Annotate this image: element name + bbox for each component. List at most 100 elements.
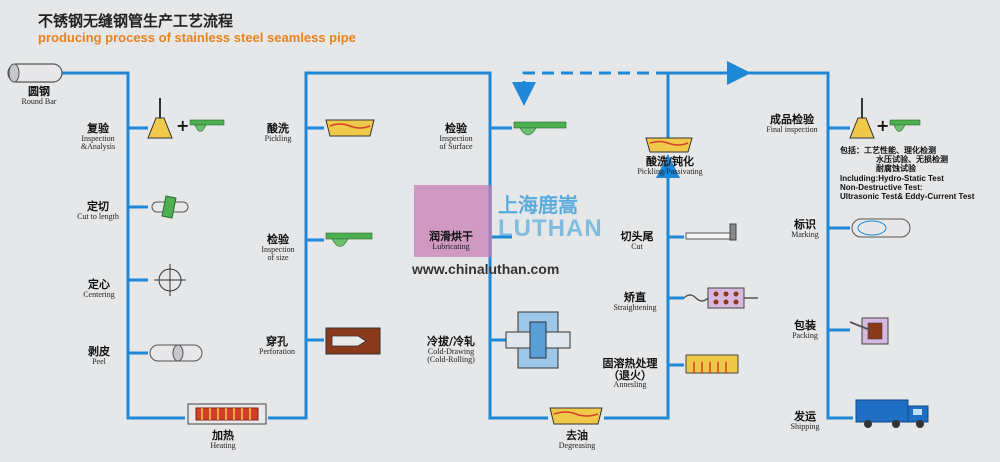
flow-line-col4 xyxy=(745,71,853,420)
final-inspection-note: 包括：工艺性能、理化检测 水压试验、无损检测 耐腐蚀试验 Including:H… xyxy=(840,146,998,201)
step-heating: 加热 Heating xyxy=(196,430,250,450)
step-label-cn: 圆钢 xyxy=(28,85,50,98)
watermark-brand-cn: 上海鹿嵩 xyxy=(498,193,578,217)
note-line: 耐腐蚀试验 xyxy=(876,164,916,174)
step-label-en: of size xyxy=(267,252,289,262)
page-title: 不锈钢无缝钢管生产工艺流程 xyxy=(38,12,234,30)
note-line: Including:Hydro-Static Test xyxy=(840,173,944,183)
flask-icon xyxy=(147,98,173,139)
watermark-url: www.chinaluthan.com xyxy=(412,261,560,277)
step-inspection-analysis: 复验 Inspection &Analysis xyxy=(68,123,128,151)
step-label-en: Packing xyxy=(792,330,818,340)
step-label-cn: 标识 xyxy=(794,218,816,231)
step-label-en: Pickling/Passivating xyxy=(637,166,703,176)
flow-line-col1 xyxy=(62,71,185,420)
marked-pipe-icon xyxy=(851,218,911,238)
step-label-en: Degreasing xyxy=(558,440,596,450)
step-label-cn: 复验 xyxy=(87,122,109,135)
step-label-cn: 定切 xyxy=(87,200,109,213)
step-label-en: Cut to length xyxy=(77,211,119,221)
step-label-en: Lubricating xyxy=(432,241,470,251)
step-label-en: Shipping xyxy=(790,421,820,431)
step-peel: 剥皮 Peel xyxy=(68,346,130,366)
caliper-icon xyxy=(513,121,567,136)
watermark-logo xyxy=(414,185,492,257)
page-subtitle: producing process of stainless steel sea… xyxy=(38,30,356,45)
step-label-en: Inspection xyxy=(439,133,473,143)
svg-text:+: + xyxy=(876,116,889,135)
cold-drawing-icon xyxy=(505,311,571,369)
step-label-cn: （退火） xyxy=(608,368,652,382)
passivating-tank-icon xyxy=(645,137,693,153)
step-cut: 切头尾 Cut xyxy=(608,231,666,251)
step-label-en: &Analysis xyxy=(80,141,116,151)
flow-line-col2 xyxy=(268,71,548,420)
caliper-icon xyxy=(889,119,921,132)
cut-tube-icon xyxy=(685,223,737,241)
step-label-cn: 包装 xyxy=(794,319,816,332)
step-label-cn: 剥皮 xyxy=(88,345,110,358)
step-label-cn: 润滑烘干 xyxy=(429,230,473,243)
step-label-en: Round Bar xyxy=(21,96,57,106)
step-label-en: Perforation xyxy=(259,346,295,356)
watermark: 上海鹿嵩 LUTHAN www.chinaluthan.com xyxy=(410,183,602,283)
flask-icon xyxy=(849,98,875,139)
caliper-icon xyxy=(325,232,373,247)
step-packing: 包装 Packing xyxy=(778,320,832,340)
step-perforation: 穿孔 Perforation xyxy=(246,336,308,356)
step-label-en: Pickling xyxy=(264,133,292,143)
step-label-cn: 穿孔 xyxy=(266,335,288,348)
step-label-en: Inspection xyxy=(261,244,295,254)
step-label-en: Peel xyxy=(92,356,106,366)
step-label-cn: 发运 xyxy=(794,410,816,423)
step-label-en: Heating xyxy=(210,440,236,450)
step-label-cn: 成品检验 xyxy=(770,113,814,126)
step-label-en: Annesling xyxy=(613,380,647,390)
step-centering: 定心 Centering xyxy=(68,279,130,299)
note-line: 水压试验、无损检测 xyxy=(876,155,948,165)
truck-icon xyxy=(855,399,929,428)
round-bar-icon xyxy=(7,63,63,83)
step-label-en: Marking xyxy=(791,229,819,239)
step-label-cn: 检验 xyxy=(267,233,289,246)
note-line: Non-Destructive Test: xyxy=(840,182,923,192)
perforation-icon xyxy=(325,327,381,355)
step-label-en: Cold-Drawing xyxy=(427,346,475,356)
degreasing-tank-icon xyxy=(549,407,603,425)
step-label-cn: 冷拔/冷轧 xyxy=(426,335,476,348)
step-cut-to-length: 定切 Cut to length xyxy=(66,201,130,221)
step-lubricating: 润滑烘干 Lubricating xyxy=(420,231,482,251)
caliper-icon xyxy=(189,119,225,132)
peel-icon xyxy=(149,344,203,362)
svg-text:+: + xyxy=(176,116,189,135)
step-label-en: (Cold-Rolling) xyxy=(427,354,475,364)
step-pickling: 酸洗 Pickling xyxy=(250,123,306,143)
annealing-furnace-icon xyxy=(685,354,739,374)
note-line: 包括：工艺性能、理化检测 xyxy=(840,146,936,155)
step-label-cn: 固溶热处理 xyxy=(602,357,658,370)
flow-line-col3-top xyxy=(666,61,751,145)
step-label-en: of Surface xyxy=(439,141,473,151)
note-line: Ultrasonic Test& Eddy-Current Test xyxy=(840,191,975,201)
furnace-icon xyxy=(187,403,267,425)
step-shipping: 发运 Shipping xyxy=(778,411,832,431)
flow-line-col3 xyxy=(604,154,680,420)
step-label-cn: 定心 xyxy=(88,278,110,291)
step-annealing: 固溶热处理 （退火） Annesling xyxy=(594,358,666,389)
step-label-en: Centering xyxy=(83,289,115,299)
step-label-cn: 切头尾 xyxy=(620,230,654,243)
step-label-en: Inspection xyxy=(81,133,115,143)
step-label-cn: 去油 xyxy=(566,429,588,442)
step-label-en: Final inspection xyxy=(766,124,818,134)
straightening-icon xyxy=(683,287,758,309)
step-label-cn: 酸洗 xyxy=(267,122,289,135)
step-label-en: Straightening xyxy=(613,302,657,312)
step-label-cn: 酸洗/钝化 xyxy=(645,155,695,168)
step-straightening: 矫直 Straightening xyxy=(602,292,668,312)
step-pickling-passivating: 酸洗/钝化 Pickling/Passivating xyxy=(620,156,720,176)
step-degreasing: 去油 Degreasing xyxy=(546,430,608,450)
step-label-cn: 加热 xyxy=(212,429,234,442)
pickling-tank-icon xyxy=(325,119,375,137)
